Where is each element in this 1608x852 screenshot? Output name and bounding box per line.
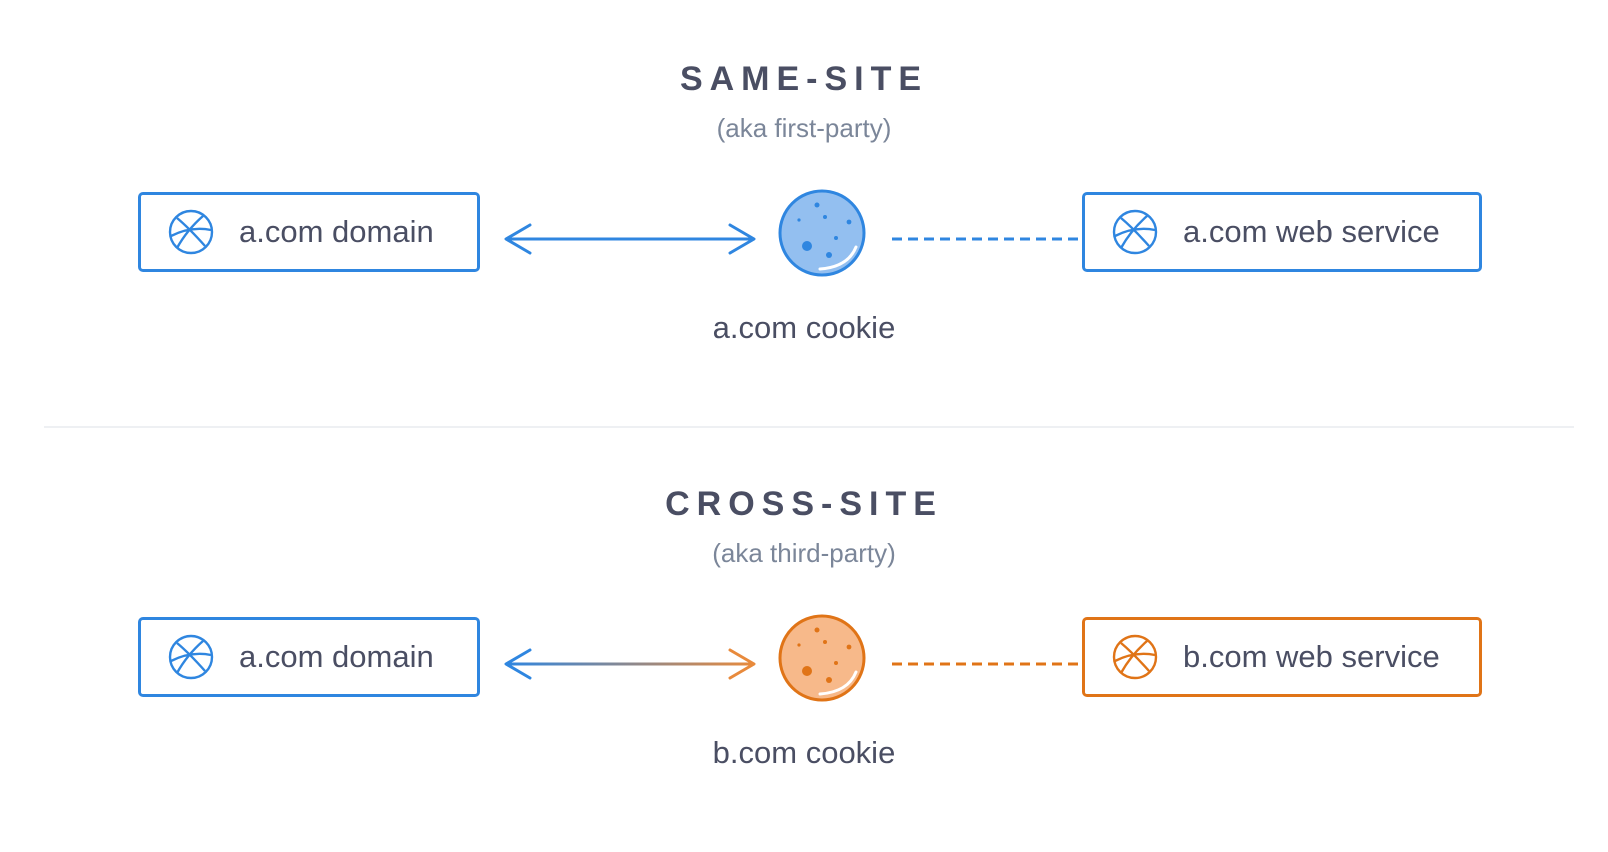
same-site-subtitle: (aka first-party) [716, 113, 892, 143]
cross-site-connectors [504, 614, 1080, 702]
same-site-double-arrow [504, 223, 756, 255]
cross-site-double-arrow [504, 648, 756, 680]
same-site-title: SAME-SITE [679, 60, 929, 98]
same-site-connectors [504, 189, 1080, 277]
same-site-service-label: a.com web service [1183, 214, 1440, 249]
cross-site-cookie-label: b.com cookie [712, 735, 896, 770]
cookie-icon [778, 189, 866, 277]
globe-icon [1112, 634, 1158, 680]
same-site-domain-label: a.com domain [239, 214, 434, 249]
globe-icon [168, 634, 214, 680]
cross-site-section: CROSS-SITE (aka third-party) [0, 425, 1608, 845]
cross-site-title: CROSS-SITE [665, 485, 943, 523]
globe-icon [168, 209, 214, 255]
same-site-cookie-label: a.com cookie [712, 310, 896, 345]
cross-site-service-label: b.com web service [1183, 639, 1440, 674]
cross-site-subtitle: (aka third-party) [712, 538, 896, 568]
section-divider [44, 426, 1574, 428]
same-site-service-box: a.com web service [1082, 192, 1482, 272]
same-site-section: SAME-SITE (aka first-party) [0, 0, 1608, 420]
cross-site-domain-label: a.com domain [239, 639, 434, 674]
cookie-icon [778, 614, 866, 702]
cross-site-service-box: b.com web service [1082, 617, 1482, 697]
globe-icon [1112, 209, 1158, 255]
same-site-domain-box: a.com domain [138, 192, 480, 272]
cross-site-domain-box: a.com domain [138, 617, 480, 697]
